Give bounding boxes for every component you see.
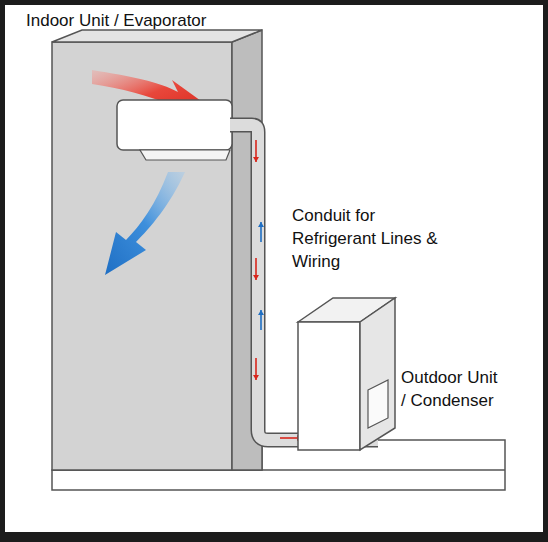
flow-arrowhead [258,310,264,315]
service-valve-box [368,380,388,428]
outdoor-unit-front [298,322,360,450]
part-label: Outdoor Unit / Condenser [401,366,506,412]
flow-arrowhead [253,275,259,280]
wall-front [52,42,232,470]
flow-arrowhead [253,375,259,380]
part-label: Conduit for Refrigerant Lines & Wiring [292,204,442,273]
part-label: Indoor Unit / Evaporator [26,9,286,32]
cool-air-arrow [105,172,185,275]
wall-top [52,30,262,42]
indoor-unit [117,100,232,150]
flow-arrowhead [253,157,259,162]
flow-arrowhead [258,222,264,227]
outdoor-unit-side [360,298,395,450]
canvas [5,5,543,532]
indoor-louver [140,150,230,160]
